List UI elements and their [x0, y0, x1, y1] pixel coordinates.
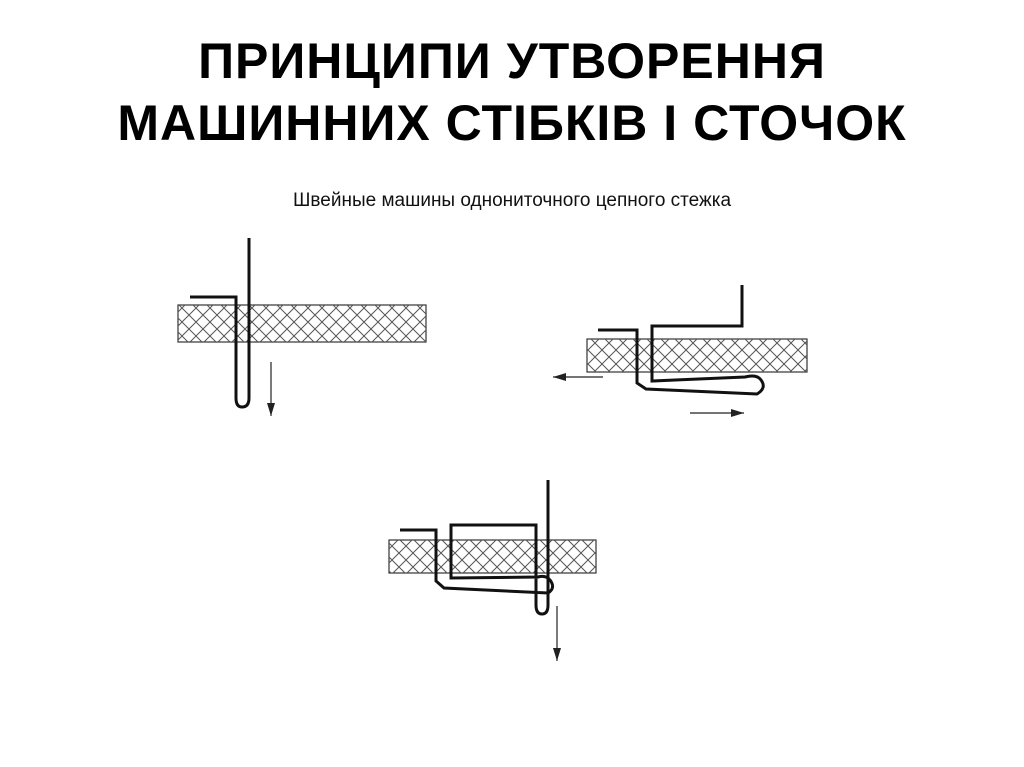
fabric-hatching	[178, 305, 426, 342]
fabric-hatching	[587, 339, 807, 372]
down-arrow-icon	[553, 648, 561, 661]
chain-stitch-thread	[400, 480, 555, 616]
slide-title: ПРИНЦИПИ УТВОРЕННЯ МАШИННИХ СТІБКІВ І СТ…	[0, 30, 1024, 154]
down-arrow-icon	[267, 403, 275, 416]
slide-title-line-1: ПРИНЦИПИ УТВОРЕННЯ	[198, 33, 826, 89]
left-arrow-icon	[553, 373, 566, 381]
fabric-hatching	[389, 540, 596, 573]
needle-thread	[190, 238, 251, 409]
diagram-stage-1	[177, 238, 427, 416]
diagram-stage-2	[553, 285, 808, 417]
diagram-stage-3	[388, 480, 597, 661]
looper-thread	[598, 285, 765, 396]
slide-title-line-2: МАШИННИХ СТІБКІВ І СТОЧОК	[117, 95, 907, 151]
slide-subtitle: Швейные машины однониточного цепного сте…	[292, 190, 732, 211]
right-arrow-icon	[731, 409, 744, 417]
